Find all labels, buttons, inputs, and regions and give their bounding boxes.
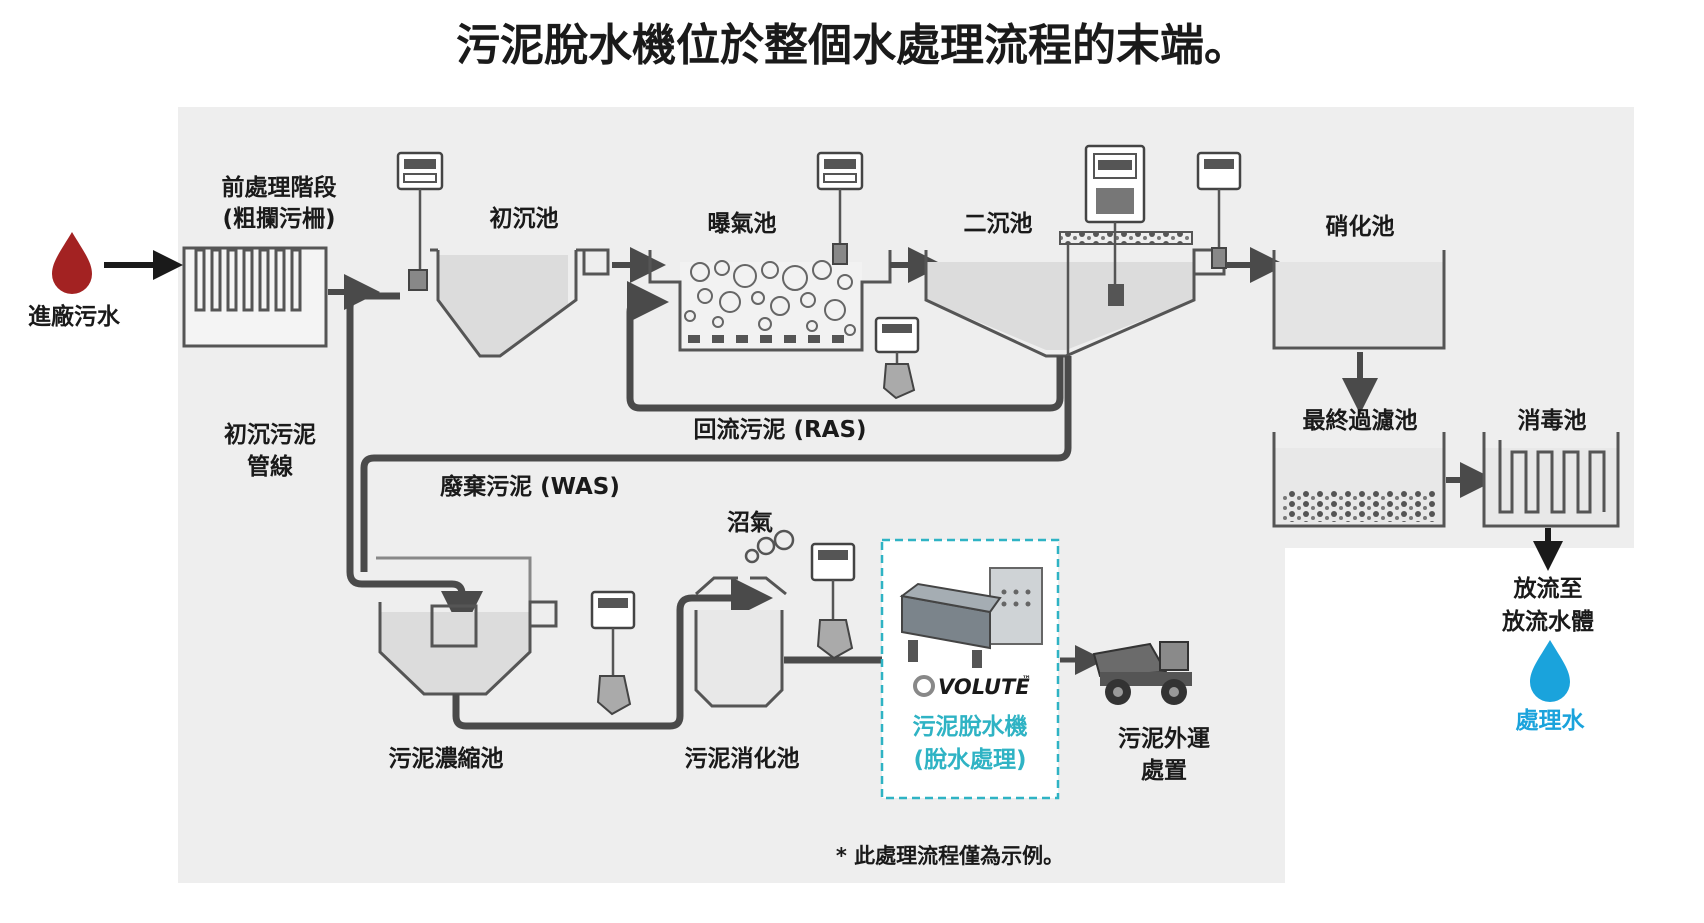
brand-text: VOLUTE	[938, 675, 1030, 699]
discharge-label-1: 放流至	[1513, 575, 1583, 602]
primary-sludge-label-1: 初沉污泥	[224, 421, 316, 448]
was-pipe	[360, 356, 1072, 572]
page-title: 污泥脫水機位於整個水處理流程的末端。	[456, 20, 1248, 71]
footnote: * 此處理流程僅為示例。	[836, 844, 1064, 868]
dewatering-label-2: (脫水處理)	[913, 747, 1026, 773]
discharge-label-2: 放流水體	[1501, 608, 1594, 635]
brand-tm: ™	[1022, 675, 1031, 685]
primary-clarifier-tank	[430, 248, 610, 358]
stage-label-thickener: 污泥濃縮池	[389, 745, 504, 772]
primary-sludge-pipe	[346, 292, 483, 633]
dump-truck-icon	[1092, 641, 1192, 705]
controller-icon	[874, 316, 920, 400]
ras-label: 回流污泥 (RAS)	[693, 416, 866, 443]
controller-icon	[590, 590, 636, 716]
aeration-tank	[648, 250, 892, 352]
nitrification-tank	[1272, 250, 1446, 350]
disposal-label-1: 污泥外運	[1118, 725, 1210, 752]
stage-label-disinfection: 消毒池	[1518, 408, 1587, 434]
disposal-label-2: 處置	[1141, 758, 1187, 784]
pretreatment-screen-tank	[182, 246, 328, 348]
secondary-clarifier-tank	[924, 231, 1226, 358]
disinfection-tank	[1482, 432, 1620, 528]
treated-water-label: 處理水	[1516, 708, 1586, 734]
inlet-label: 進廠污水	[28, 303, 121, 330]
dewatering-machine-illustration	[899, 567, 1043, 668]
stage-label-filtration: 最終過濾池	[1303, 407, 1418, 434]
stage-label-aeration: 曝氣池	[708, 210, 777, 237]
controller-icon	[396, 151, 444, 291]
primary-sludge-label-2: 管線	[247, 453, 293, 480]
biogas-bubble-icon	[744, 529, 795, 564]
was-label: 廢棄污泥 (WAS)	[440, 473, 620, 500]
digester-tank	[694, 576, 787, 708]
stage-label-nitrification: 硝化池	[1326, 213, 1395, 240]
stage-label-pretreatment-2: (粗攔污柵)	[222, 205, 335, 232]
controller-icon	[1084, 144, 1146, 306]
controller-icon	[810, 542, 856, 660]
stage-label-primary: 初沉池	[490, 205, 559, 232]
volute-logo: VOLUTE ™	[913, 675, 1031, 699]
biogas-label: 沼氣	[727, 509, 773, 536]
stage-label-pretreatment-1: 前處理階段	[222, 174, 337, 201]
treated-water-drop-icon	[1530, 640, 1570, 702]
controller-icon	[1196, 151, 1242, 269]
controller-icon	[816, 151, 864, 265]
inlet-drop-icon	[52, 232, 92, 294]
filtration-tank	[1272, 432, 1446, 528]
ras-pipe	[626, 281, 1064, 412]
thickened-sludge-pipe	[452, 577, 773, 730]
stage-label-secondary: 二沉池	[964, 211, 1033, 237]
dewatering-label-1: 污泥脫水機	[913, 714, 1028, 740]
stage-label-digester: 污泥消化池	[685, 745, 800, 772]
